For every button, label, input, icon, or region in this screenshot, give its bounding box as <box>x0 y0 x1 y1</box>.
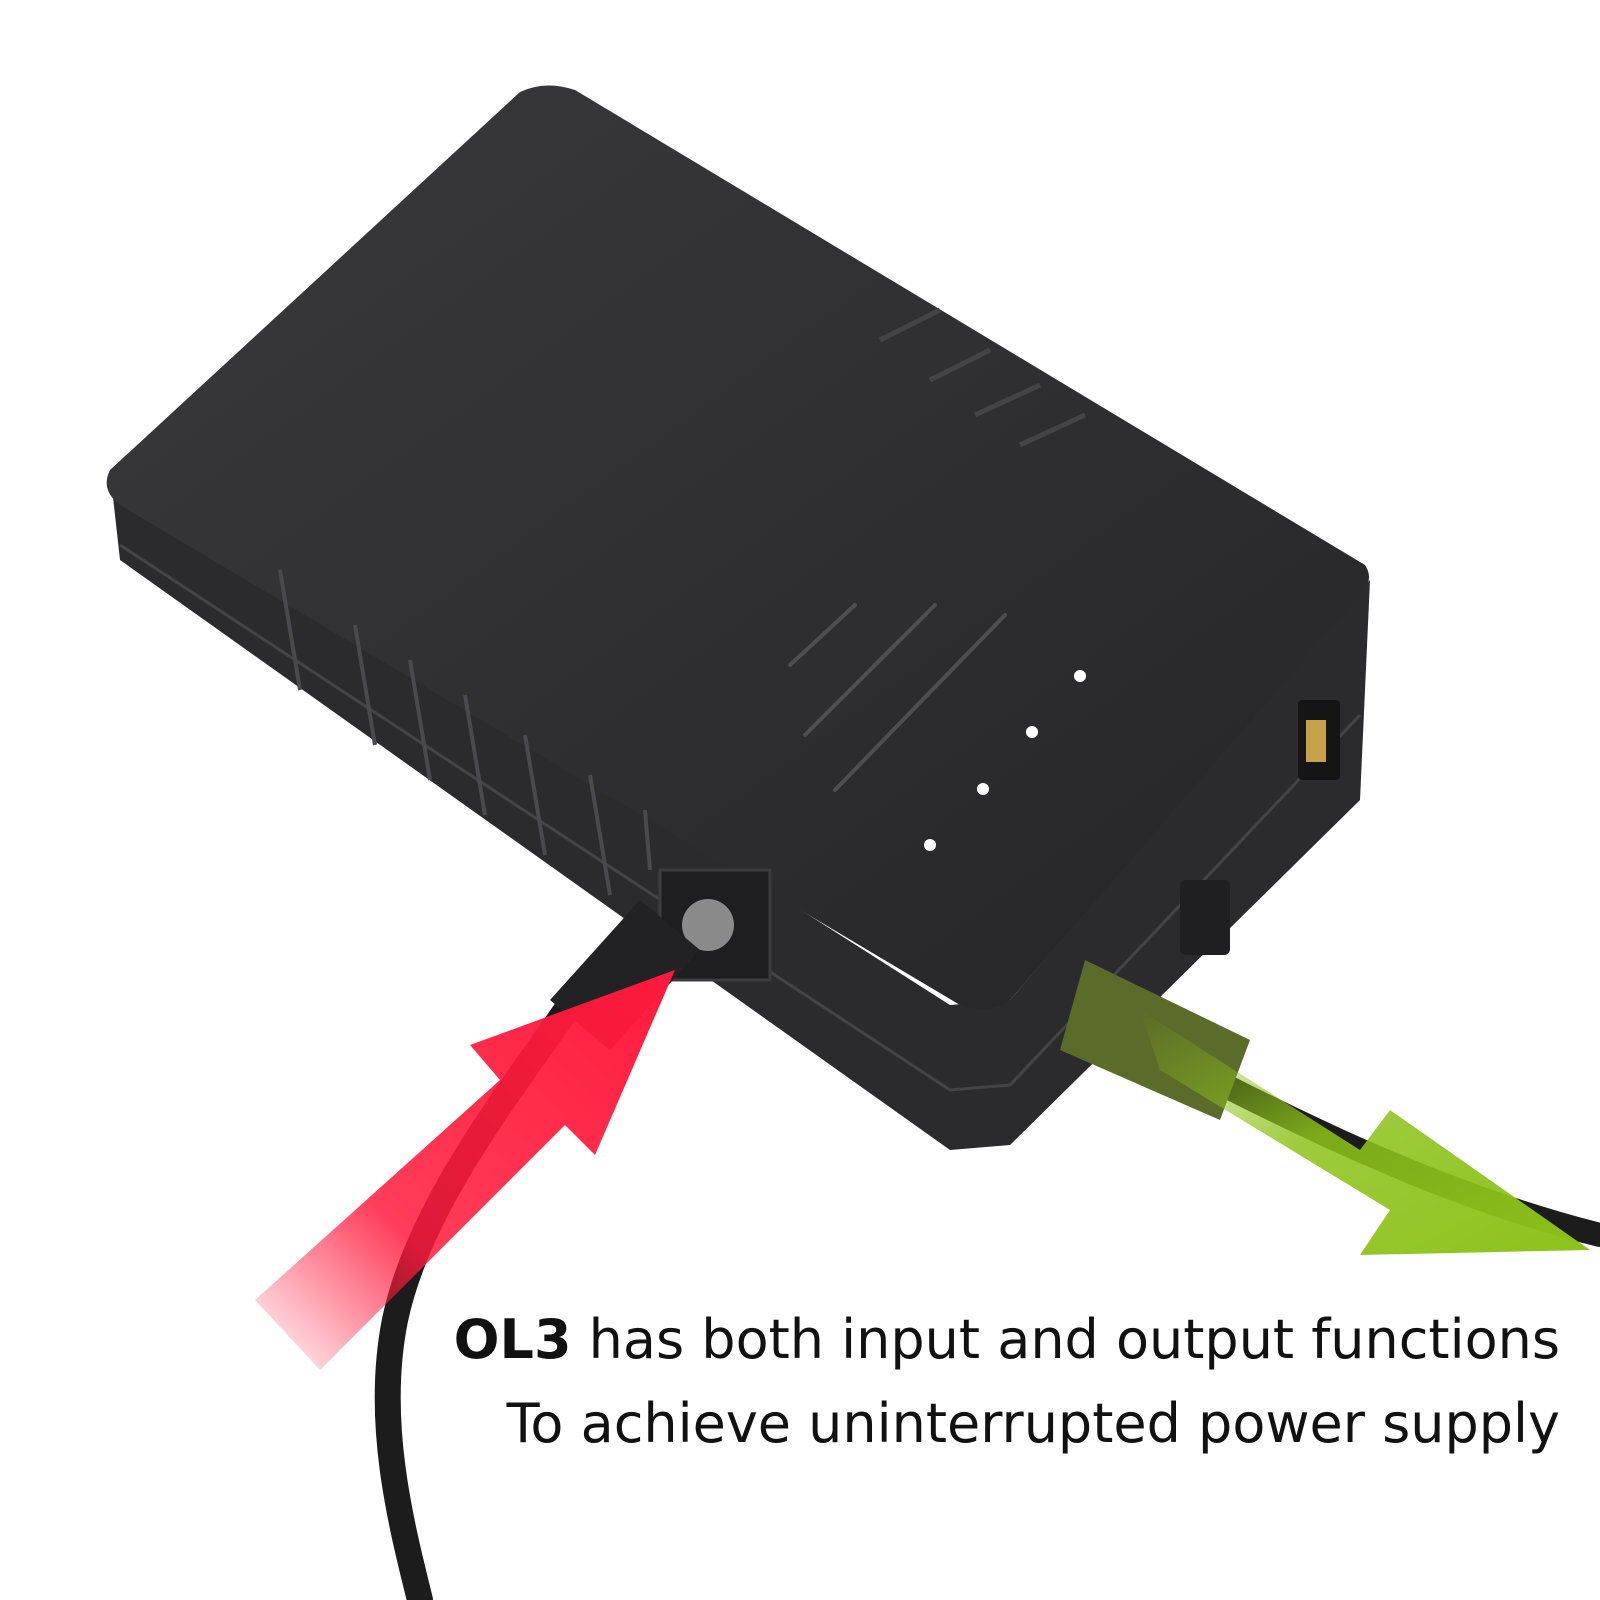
usb-port <box>1298 700 1340 780</box>
caption-line-1-text: has both input and output functions <box>571 1308 1560 1371</box>
battery-level-leds <box>924 670 1086 851</box>
led-3 <box>1026 726 1038 738</box>
input-arrow-icon <box>255 970 675 1370</box>
model-name: OL3 <box>453 1308 572 1371</box>
led-1 <box>924 839 936 851</box>
grip-ribs-right <box>878 307 1087 448</box>
led-2 <box>977 783 989 795</box>
output-arrow-icon <box>1140 1010 1590 1255</box>
led-4 <box>1074 670 1086 682</box>
caption-line-1: OL3 has both input and output functions <box>360 1298 1560 1382</box>
grip-ribs-left <box>278 569 652 896</box>
product-caption: OL3 has both input and output functions … <box>360 1298 1560 1466</box>
power-switch <box>1180 880 1230 955</box>
dc-input-socket <box>682 899 734 951</box>
device-top <box>106 85 1370 1010</box>
caption-line-2: To achieve uninterrupted power supply <box>506 1392 1560 1455</box>
top-decor-lines <box>788 603 1007 792</box>
device-side <box>110 470 1370 1150</box>
